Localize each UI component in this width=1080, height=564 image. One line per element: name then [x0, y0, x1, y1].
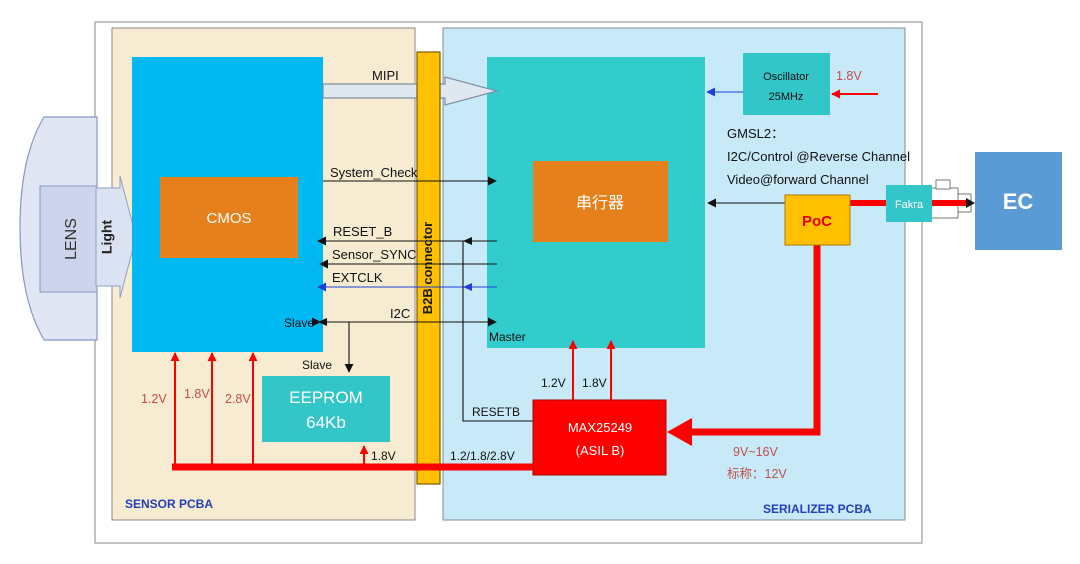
lens-barrel — [39, 185, 98, 293]
resetb-label: RESETB — [472, 405, 520, 419]
pmic-input-range: 9V~16V — [733, 445, 778, 459]
pmic-nominal-input: 标称：12V — [727, 467, 787, 481]
lens-label: LENS — [63, 218, 80, 260]
cmos-core — [160, 177, 298, 258]
eeprom-name: EEPROM — [289, 388, 363, 407]
pmic-rating: (ASIL B) — [576, 443, 625, 458]
oscillator-block — [743, 53, 830, 115]
extclk-label: EXTCLK — [332, 270, 383, 285]
i2c-bus-left-arrow — [318, 318, 327, 326]
oscillator-name: Oscillator — [763, 71, 809, 83]
gmsl2-reverse-channel: I2C/Control @Reverse Channel — [727, 149, 910, 164]
sensor-pcba-title: SENSOR PCBA — [125, 497, 213, 511]
fakra-connector — [886, 185, 932, 222]
light-arrow: Light — [95, 175, 137, 299]
i2c-label: I2C — [390, 306, 410, 321]
sensor-supply-1v8: 1.8V — [184, 387, 210, 401]
serializer-supply-1v8: 1.8V — [582, 376, 607, 390]
eeprom-block — [262, 376, 390, 442]
reset-b-label: RESET_B — [333, 224, 392, 239]
coax-to-ec-arrowhead — [966, 198, 975, 208]
poc-power-arrowhead — [667, 418, 692, 446]
serializer-i2c-role: Master — [489, 330, 526, 344]
system-check-label: System_Check — [330, 165, 418, 180]
eeprom-i2c-role: Slave — [302, 358, 332, 372]
ec-block — [975, 152, 1062, 250]
eeprom-supply-label: 1.8V — [371, 449, 396, 463]
fakra-plug-icon — [927, 179, 972, 219]
gmsl2-title: GMSL2： — [727, 126, 784, 141]
extclk-junction-arrow — [463, 283, 472, 291]
plug-latch — [935, 179, 951, 190]
serializer-label: 串行器 — [576, 194, 624, 212]
b2b-connector-label: B2B connector — [420, 222, 435, 314]
sensor-i2c-role: Slave — [284, 316, 314, 330]
max25249-pmic — [532, 399, 667, 476]
sensor-supply-1v2: 1.2V — [141, 392, 167, 406]
oscillator-supply-label: 1.8V — [836, 69, 862, 83]
sensor-supply-2v8: 2.8V — [225, 392, 251, 406]
lens: LENS — [19, 116, 98, 341]
sensor-sync-label: Sensor_SYNC — [332, 247, 417, 262]
mipi-label: MIPI — [372, 68, 399, 83]
serializer-core — [533, 161, 668, 242]
pmic-name: MAX25249 — [568, 420, 632, 435]
reset-b-junction-arrow — [463, 237, 472, 245]
cmos-label: CMOS — [207, 210, 252, 227]
light-arrow-shape — [95, 175, 137, 299]
serializer-supply-1v2: 1.2V — [541, 376, 566, 390]
pmic-output-label: 1.2/1.8/2.8V — [450, 449, 515, 463]
fakra-label: Fakra — [895, 199, 924, 211]
ec-label: EC — [1003, 189, 1034, 214]
poc-power-line — [690, 245, 821, 436]
resetb-line — [462, 241, 533, 422]
poc-block — [784, 194, 851, 246]
eeprom-capacity: 64Kb — [306, 413, 346, 432]
poc-label: PoC — [802, 213, 832, 230]
mipi-arrow — [322, 76, 500, 106]
serializer-pcba-title: SERIALIZER PCBA — [763, 502, 872, 516]
oscillator-frequency: 25MHz — [769, 91, 804, 103]
b2b-connector — [416, 51, 441, 485]
light-label: Light — [99, 220, 115, 255]
gmsl2-forward-channel: Video@forward Channel — [727, 172, 869, 187]
